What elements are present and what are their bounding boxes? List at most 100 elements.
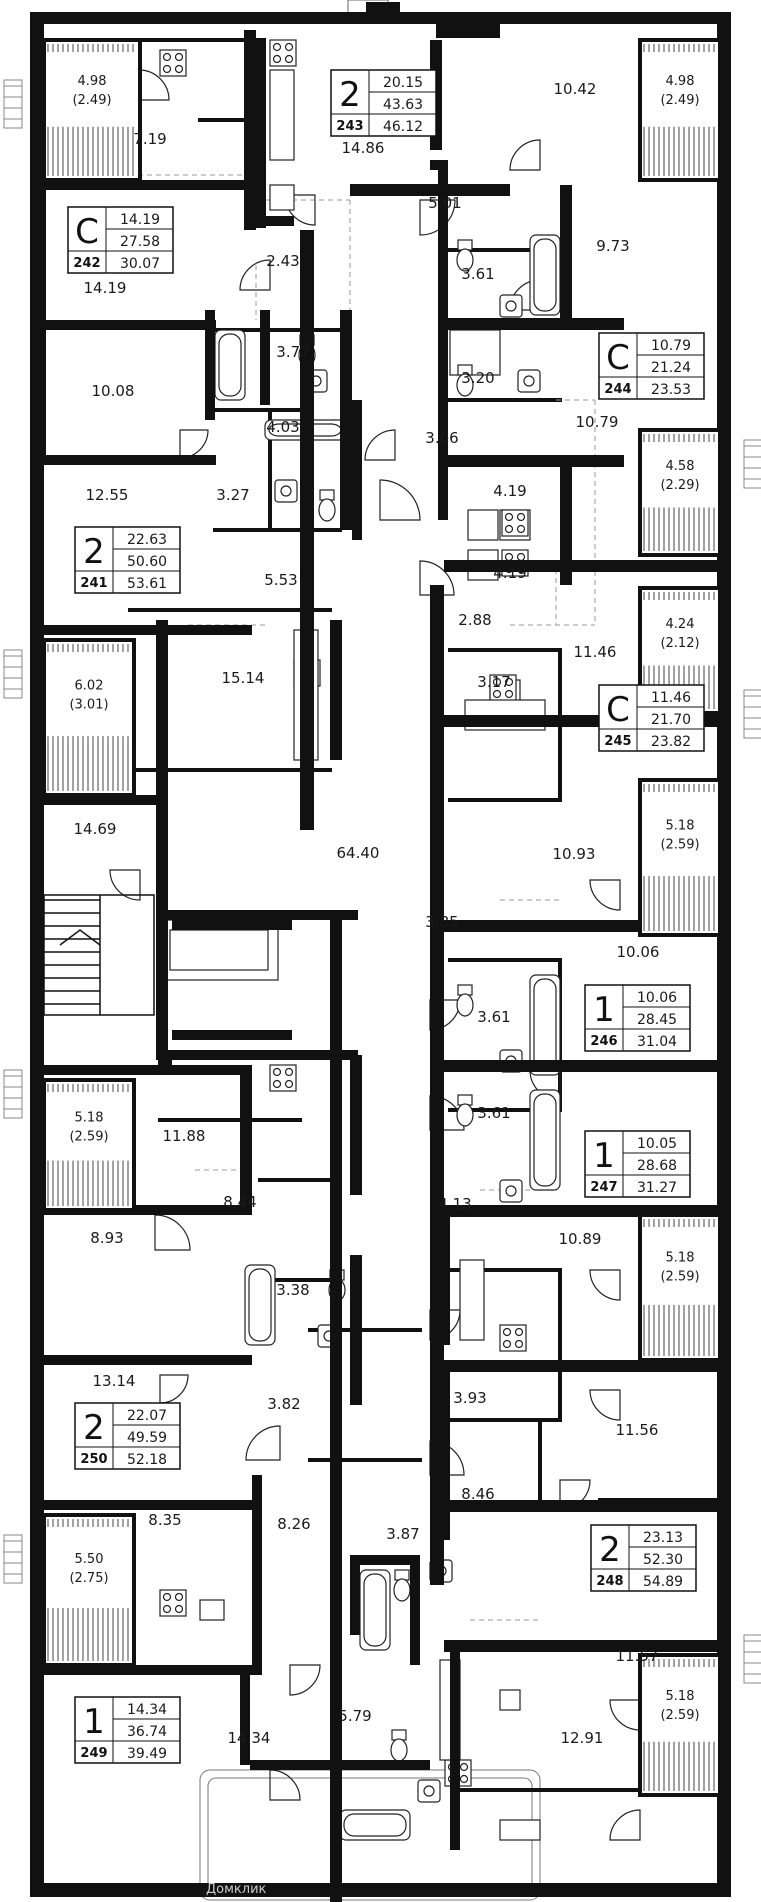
room-area: 4.13 [438, 1195, 471, 1213]
living-area: 11.46 [651, 690, 691, 706]
balcony-reduced-area: (2.75) [69, 1571, 108, 1586]
apartment-rooms: 2 [83, 532, 105, 572]
full-area: 23.82 [651, 734, 691, 750]
apartment-number: 246 [590, 1034, 617, 1049]
apartment-rooms: С [606, 690, 630, 730]
balcony-reduced-area: (2.59) [660, 838, 699, 853]
full-area: 53.61 [127, 576, 167, 592]
living-area: 23.13 [643, 1530, 683, 1546]
apartment-rooms: С [606, 338, 630, 378]
room-area: 8.44 [223, 1193, 256, 1211]
room-area: 10.06 [617, 943, 660, 961]
balcony-area: 5.50 [75, 1552, 104, 1567]
full-area: 31.27 [637, 1180, 677, 1196]
balcony-reduced-area: (2.12) [660, 636, 699, 651]
apartment-rooms: 1 [593, 990, 615, 1030]
room-area: 11.56 [616, 1421, 659, 1439]
apartment-number: 245 [604, 734, 631, 749]
room-area: 10.89 [559, 1230, 602, 1248]
room-area: 3.06 [425, 429, 458, 447]
watermark-text: Домклик [206, 1882, 267, 1897]
balcony-area: 5.18 [75, 1111, 104, 1126]
room-area: 11.57 [616, 1647, 659, 1665]
room-area: 64.40 [337, 844, 380, 862]
room-area: 3.85 [425, 913, 458, 931]
apartment-number: 249 [80, 1746, 107, 1761]
balcony-reduced-area: (2.49) [72, 93, 111, 108]
room-area: 3.38 [276, 1281, 309, 1299]
room-area: 8.46 [461, 1485, 494, 1503]
room-area: 3.82 [267, 1395, 300, 1413]
living-area: 10.05 [637, 1136, 677, 1152]
room-area: 15.14 [222, 669, 265, 687]
balcony-reduced-area: (2.59) [69, 1130, 108, 1145]
room-area: 14.69 [74, 820, 117, 838]
balcony-reduced-area: (2.59) [660, 1269, 699, 1284]
total-area: 28.45 [637, 1012, 677, 1028]
apartment-tag: С 245 11.46 21.70 23.82 [598, 684, 705, 752]
total-area: 49.59 [127, 1430, 167, 1446]
full-area: 46.12 [383, 119, 423, 135]
balcony-area: 4.98 [666, 74, 695, 89]
room-area: 8.93 [90, 1229, 123, 1247]
balconies [42, 38, 722, 1797]
total-area: 21.70 [651, 712, 691, 728]
room-area: 9.73 [596, 237, 629, 255]
room-area: 3.17 [477, 673, 510, 691]
balcony-area: 4.98 [78, 74, 107, 89]
balcony-area: 5.18 [666, 1250, 695, 1265]
stairwell [43, 894, 155, 1016]
total-area: 21.24 [651, 360, 691, 376]
balcony-area: 5.18 [666, 1689, 695, 1704]
room-area: 12.91 [561, 1729, 604, 1747]
apartment-tags: 224320.1543.6346.12С24214.1927.5830.07С2… [67, 69, 705, 1764]
apartment-rooms: 2 [339, 75, 361, 115]
room-area: 8.26 [277, 1515, 310, 1533]
room-area: 11.88 [163, 1127, 206, 1145]
living-area: 20.15 [383, 75, 423, 91]
room-area: 3.61 [477, 1008, 510, 1026]
room-area: 5.01 [428, 194, 461, 212]
apartment-tag: 1 246 10.06 28.45 31.04 [584, 984, 691, 1052]
room-area: 2.43 [266, 252, 299, 270]
room-area: 8.35 [148, 1511, 181, 1529]
balcony-area: 4.24 [666, 617, 695, 632]
balcony-reduced-area: (2.49) [660, 93, 699, 108]
living-area: 10.06 [637, 990, 677, 1006]
room-area: 3.61 [477, 1104, 510, 1122]
balcony-area: 4.58 [666, 459, 695, 474]
room-area: 4.19 [493, 564, 526, 582]
balcony-reduced-area: (3.01) [69, 698, 108, 713]
apartment-rooms: 2 [599, 1530, 621, 1570]
balcony-area: 6.02 [75, 679, 104, 694]
apartment-rooms: С [75, 212, 99, 252]
room-area: 4.03 [266, 418, 299, 436]
room-area: 13.14 [93, 1372, 136, 1390]
room-area: 11.46 [574, 643, 617, 661]
room-area: 10.08 [92, 382, 135, 400]
room-area: 7.19 [133, 130, 166, 148]
total-area: 27.58 [120, 234, 160, 250]
room-area: 10.42 [554, 80, 597, 98]
apartment-number: 241 [80, 576, 107, 591]
full-area: 31.04 [637, 1034, 677, 1050]
full-area: 39.49 [127, 1746, 167, 1762]
apartment-rooms: 1 [593, 1136, 615, 1176]
balcony-reduced-area: (2.59) [660, 1708, 699, 1723]
room-area: 3.87 [386, 1525, 419, 1543]
living-area: 14.19 [120, 212, 160, 228]
total-area: 50.60 [127, 554, 167, 570]
living-area: 22.63 [127, 532, 167, 548]
apartment-number: 244 [604, 382, 631, 397]
apartment-number: 247 [590, 1180, 617, 1195]
room-area: 10.79 [576, 413, 619, 431]
total-area: 52.30 [643, 1552, 683, 1568]
structural-walls [30, 2, 731, 1902]
room-area: 3.61 [461, 265, 494, 283]
room-area: 4.19 [493, 482, 526, 500]
